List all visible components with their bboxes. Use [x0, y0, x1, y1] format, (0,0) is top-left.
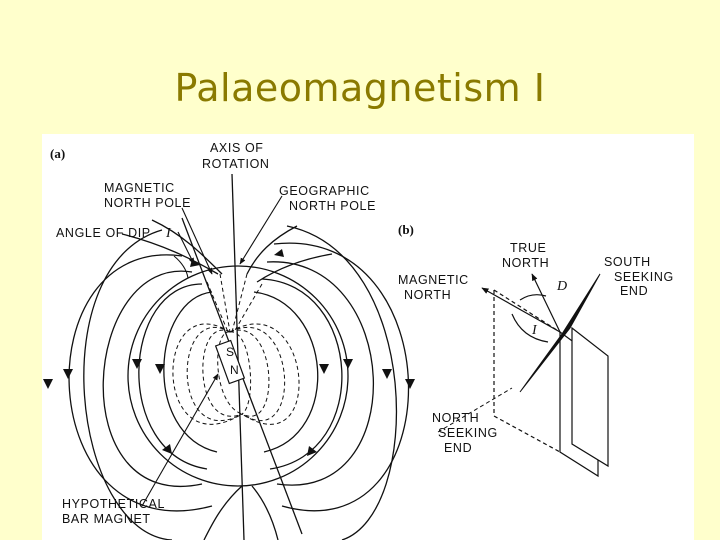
palaeomagnetism-figure: (a) AXIS OF ROTATION MAGNETIC NORTH POLE… — [42, 134, 694, 540]
true-north-label-2: NORTH — [502, 256, 549, 270]
inclination-symbol: I — [531, 323, 538, 338]
magnetic-north-arrow — [481, 287, 561, 333]
dip-angle-arc — [173, 255, 189, 279]
horizontal-dashed — [493, 289, 561, 333]
north-seeking-end-label-3: END — [444, 441, 472, 455]
panel-b-leaders — [437, 387, 513, 433]
north-seeking-end-label: NORTH — [432, 411, 479, 425]
dip-symbol: I — [165, 226, 172, 241]
true-north-arrow — [531, 273, 561, 333]
panel-a-tag: (a) — [50, 146, 65, 161]
magnet-south-pole: S — [226, 345, 234, 359]
south-seeking-end-label-2: SEEKING — [614, 270, 674, 284]
earth-globe — [127, 265, 349, 487]
vertical-plane-back — [571, 326, 609, 468]
panel-b-tag: (b) — [398, 222, 414, 237]
magnetic-north-pole-label: MAGNETIC — [104, 181, 175, 195]
bar-magnet-label-2: BAR MAGNET — [62, 512, 151, 526]
bar-magnet-label: HYPOTHETICAL — [62, 497, 165, 511]
slide-title: Palaeomagnetism I — [174, 66, 546, 110]
leader-lines — [141, 195, 283, 507]
inclination-arc — [511, 313, 549, 343]
north-seeking-end-label-2: SEEKING — [438, 426, 498, 440]
south-seeking-end-label: SOUTH — [604, 255, 651, 269]
angle-of-dip-label: ANGLE OF DIP — [56, 226, 151, 240]
rotation-axis — [231, 173, 245, 540]
compass-needle — [519, 273, 601, 393]
axis-of-rotation-label-2: ROTATION — [202, 157, 270, 171]
bar-magnet — [214, 339, 246, 385]
magnetic-north-pole-label-2: NORTH POLE — [104, 196, 191, 210]
south-seeking-end-label-3: END — [620, 284, 648, 298]
declination-arc — [519, 294, 547, 301]
internal-field-lines — [172, 273, 300, 425]
true-north-label: TRUE — [510, 241, 546, 255]
magnetic-north-label: MAGNETIC — [398, 273, 469, 287]
magnet-north-pole: N — [230, 363, 239, 377]
field-arrows — [43, 249, 415, 456]
geographic-north-pole-label-2: NORTH POLE — [289, 199, 376, 213]
figure-drawing: (a) AXIS OF ROTATION MAGNETIC NORTH POLE… — [43, 141, 674, 540]
magnetic-north-label-2: NORTH — [404, 288, 451, 302]
geographic-north-pole-label: GEOGRAPHIC — [279, 184, 370, 198]
panel-a-diagram — [43, 173, 415, 540]
panel-b-diagram — [481, 273, 609, 478]
declination-symbol: D — [556, 279, 567, 294]
axis-of-rotation-label: AXIS OF — [210, 141, 264, 155]
